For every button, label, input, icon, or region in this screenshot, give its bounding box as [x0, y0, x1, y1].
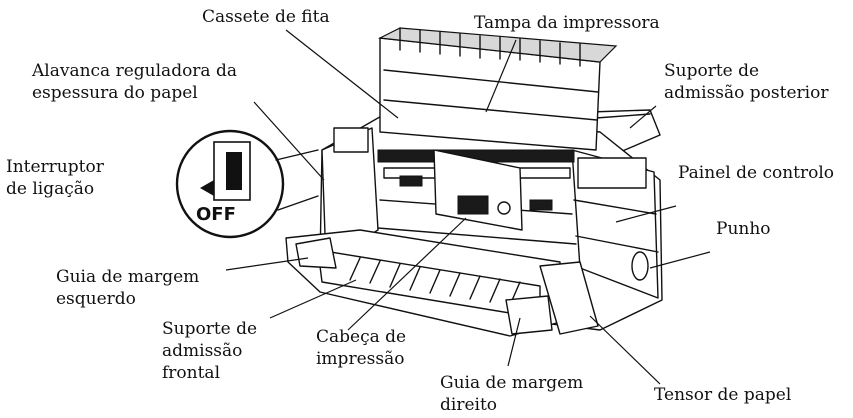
label-print-head-line1: Cabeça de: [316, 327, 407, 347]
label-front-paper-support-line2: admissão: [162, 341, 243, 361]
label-right-margin-guide-line2: direito: [440, 395, 498, 415]
label-rear-paper-support-line1: Suporte de: [664, 61, 760, 81]
label-front-paper-support: Suporte de admissão frontal: [162, 318, 257, 384]
label-print-head: Cabeça de impressão: [316, 326, 406, 370]
label-front-paper-support-line3: frontal: [162, 363, 221, 383]
label-print-head-line2: impressão: [316, 349, 405, 369]
label-thickness-lever-line2: espessura do papel: [32, 83, 198, 103]
label-front-paper-support-line1: Suporte de: [162, 319, 258, 339]
label-rear-paper-support: Suporte de admissão posterior: [664, 60, 828, 104]
power-switch-inset: [175, 129, 319, 239]
label-left-margin-guide-line1: Guia de margem: [56, 267, 200, 287]
knob-shape: [631, 251, 649, 281]
label-right-margin-guide-line1: Guia de margem: [440, 373, 584, 393]
label-paper-tension: Tensor de papel: [654, 385, 792, 405]
label-right-margin-guide: Guia de margem direito: [440, 372, 583, 416]
label-knob: Punho: [716, 219, 771, 239]
leader-lines: [225, 29, 711, 385]
printer-cover: [377, 27, 618, 151]
right-margin-guide-shape: [505, 295, 553, 335]
printer-internals: [377, 149, 577, 245]
label-control-panel: Painel de controlo: [678, 163, 835, 183]
label-rear-paper-support-line2: admissão posterior: [664, 83, 829, 103]
print-head: [457, 195, 489, 215]
label-power-switch-line2: de ligação: [6, 179, 95, 199]
paper-tension-and-knob: [539, 251, 649, 335]
label-ribbon-cassette: Cassete de fita: [202, 7, 330, 27]
label-power-switch: Interruptor de ligação: [6, 156, 104, 200]
front-paper-tray: [285, 229, 561, 337]
label-thickness-lever-line1: Alavanca reguladora da: [32, 61, 237, 81]
label-printer-cover: Tampa da impressora: [474, 13, 660, 33]
label-thickness-lever: Alavanca reguladora da espessura do pape…: [32, 60, 237, 104]
label-left-margin-guide: Guia de margem esquerdo: [56, 266, 199, 310]
label-left-margin-guide-line2: esquerdo: [56, 289, 136, 309]
label-power-switch-line1: Interruptor: [6, 157, 104, 177]
switch-off-text: OFF: [196, 204, 236, 225]
left-margin-guide-shape: [295, 237, 337, 269]
